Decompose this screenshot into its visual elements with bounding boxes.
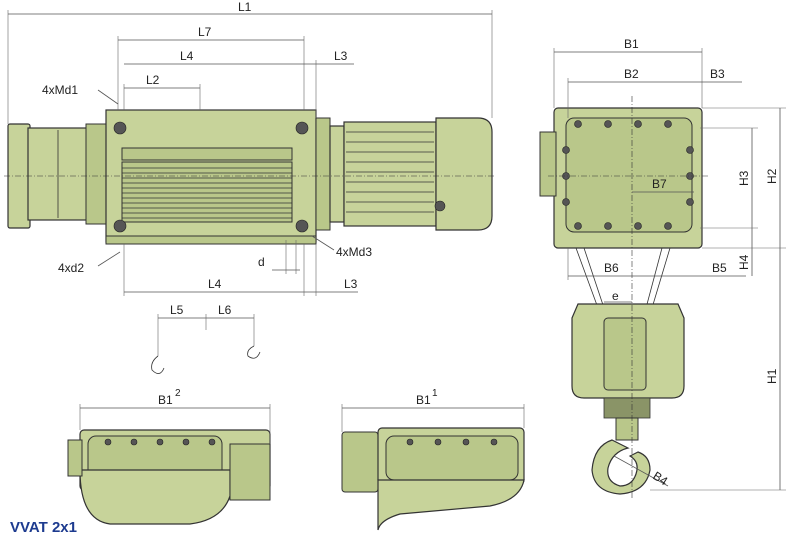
hook-block-plate <box>603 317 647 391</box>
bottom-view-right <box>341 404 525 531</box>
dim-B4: B4 <box>650 469 670 489</box>
dim-L4-top: L4 <box>180 49 194 63</box>
dim-L7: L7 <box>198 25 212 39</box>
dim-H3: H3 <box>737 170 751 186</box>
cover-bolts-1 <box>406 438 498 446</box>
label-4xMd3: 4xMd3 <box>336 245 372 259</box>
left-end-plate <box>85 123 107 225</box>
bottom-view-left <box>67 404 271 525</box>
hook-shank <box>615 417 639 441</box>
dim-L4-bottom: L4 <box>208 277 222 291</box>
motor-plug-icon <box>434 200 446 212</box>
cover-1 <box>385 435 519 481</box>
lower-body-2 <box>79 469 231 525</box>
dim-L3-top: L3 <box>334 49 348 63</box>
hook-shank-upper <box>603 397 651 419</box>
cover-bolts <box>562 120 694 230</box>
dim-d: d <box>258 255 265 269</box>
label-4xMd1: 4xMd1 <box>42 83 78 97</box>
dim-L5: L5 <box>170 303 184 317</box>
label-4xd2: 4xd2 <box>58 261 84 275</box>
dim-B3: B3 <box>710 67 725 81</box>
end-view <box>539 48 786 500</box>
dim-L3-bottom: L3 <box>344 277 358 291</box>
lower-body-1 <box>377 479 525 531</box>
side-box-2 <box>67 439 83 477</box>
dim-B1-2: B1 <box>158 393 173 407</box>
mount-bolt-icon <box>295 219 309 233</box>
end-side-box <box>539 131 557 197</box>
dim-B6: B6 <box>604 261 619 275</box>
dim-B1-1-superscript: 1 <box>432 388 438 399</box>
hook-icon <box>591 439 651 495</box>
drum-grooves <box>122 167 292 219</box>
motor-flange <box>329 125 345 223</box>
motor-fins <box>346 131 434 213</box>
end-cover <box>565 117 693 233</box>
motor-fan-cover <box>435 117 493 231</box>
gearbox-housing <box>27 127 91 221</box>
dim-L1: L1 <box>238 0 252 14</box>
motor-end-2 <box>229 443 271 501</box>
dim-B2: B2 <box>624 67 639 81</box>
model-title: VVAT 2x1 <box>10 519 77 536</box>
drum-guide <box>121 147 293 161</box>
motor-body <box>343 121 437 227</box>
dim-H1: H1 <box>765 368 779 384</box>
rope-drum <box>121 161 293 223</box>
cover-bolts-2 <box>104 438 216 446</box>
right-end-plate <box>315 117 331 231</box>
dim-B1: B1 <box>624 37 639 51</box>
frame-rail <box>105 235 317 245</box>
dim-H4: H4 <box>737 254 751 270</box>
end-box-1 <box>341 431 379 493</box>
mount-bolt-icon <box>113 121 127 135</box>
dim-B1-1: B1 <box>416 393 431 407</box>
dim-B7: B7 <box>652 177 667 191</box>
mount-bolt-icon <box>295 121 309 135</box>
dim-e: e <box>612 289 619 303</box>
side-view <box>4 10 496 374</box>
hook-icon <box>247 345 261 359</box>
mount-bolt-icon <box>113 219 127 233</box>
dim-L6: L6 <box>218 303 232 317</box>
dim-B5: B5 <box>712 261 727 275</box>
hook-icon <box>151 355 165 374</box>
dim-L2: L2 <box>146 73 160 87</box>
dim-H2: H2 <box>765 168 779 184</box>
dim-B1-2-superscript: 2 <box>175 388 181 399</box>
